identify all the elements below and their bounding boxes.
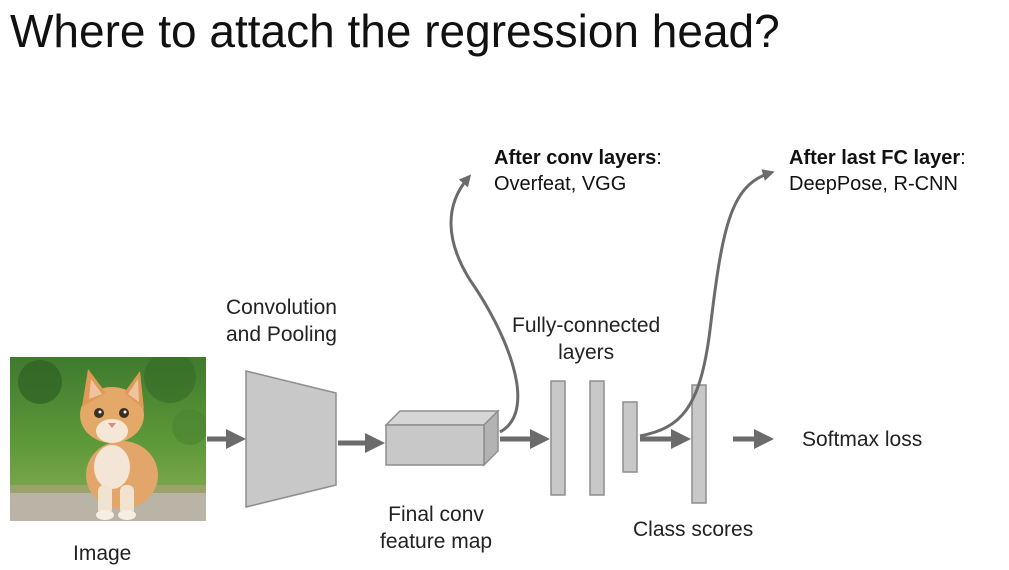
fc-layers-label: Fully-connected layers (512, 312, 660, 366)
feature-map-label: Final conv feature map (380, 501, 492, 555)
fc-layers-label-line2: layers (558, 341, 615, 364)
fc-layer-1 (550, 380, 566, 496)
arrow-regression-after-fc (639, 169, 775, 438)
conv-pooling-label-line1: Convolution (226, 296, 337, 319)
after-conv-annotation: After conv layers: Overfeat, VGG (494, 145, 662, 197)
softmax-loss-label: Softmax loss (802, 428, 923, 451)
fc-layer-2 (589, 380, 605, 496)
conv-pooling-label-line2: and Pooling (226, 323, 337, 346)
fc-layers-label-line1: Fully-connected (512, 314, 661, 337)
after-fc-models: DeepPose, R-CNN (789, 173, 958, 195)
feature-map-label-line1: Final conv (388, 503, 484, 526)
after-fc-heading: After last FC layer (789, 147, 961, 169)
arrow-regression-after-conv (449, 174, 520, 434)
after-conv-colon: : (656, 147, 662, 169)
conv-pooling-label: Convolution and Pooling (226, 294, 337, 348)
conv-pooling-block (245, 370, 337, 508)
after-conv-models: Overfeat, VGG (494, 173, 627, 195)
fc-layer-3 (622, 401, 638, 473)
feature-map-block (384, 409, 500, 467)
after-fc-colon: : (960, 147, 966, 169)
after-conv-heading: After conv layers (494, 147, 657, 169)
class-scores-block (691, 384, 707, 504)
after-fc-annotation: After last FC layer: DeepPose, R-CNN (789, 145, 966, 197)
image-label: Image (73, 542, 132, 565)
input-image-kitten (10, 357, 206, 521)
class-scores-label: Class scores (633, 518, 754, 541)
slide-title: Where to attach the regression head? (10, 5, 780, 57)
feature-map-label-line2: feature map (380, 530, 493, 553)
